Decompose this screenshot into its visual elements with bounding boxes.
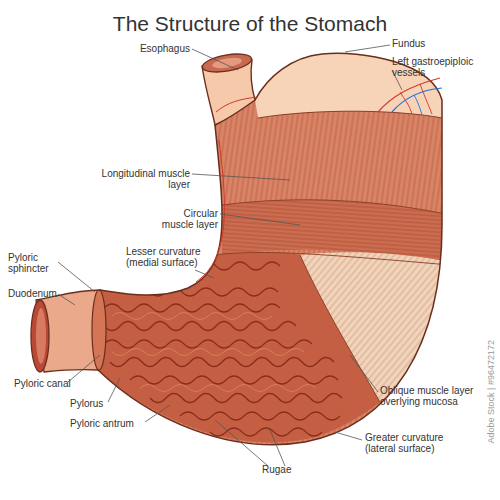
leader-line — [192, 174, 290, 180]
ruga-highlight — [112, 349, 304, 356]
ruga — [130, 376, 338, 384]
duodenum-lumen — [36, 308, 46, 364]
blood-vessel — [420, 84, 432, 114]
leader-line — [58, 294, 75, 305]
part-label: Fundus — [392, 38, 452, 49]
part-label: Greater curvature (lateral surface) — [365, 432, 465, 454]
part-label: Pylorus — [70, 398, 130, 409]
part-label: Lesser curvature (medial surface) — [126, 246, 221, 268]
rugae-highlights — [112, 313, 316, 392]
ruga — [150, 394, 342, 403]
leader-line — [108, 378, 120, 402]
leader-line — [58, 262, 95, 292]
cut-edge — [258, 111, 442, 118]
esophagus-opening — [201, 51, 253, 75]
ruga-highlight — [140, 385, 316, 392]
ruga — [104, 304, 280, 312]
leader-line — [68, 355, 100, 382]
layer-edge — [300, 255, 380, 402]
part-label: Pyloric sphincter — [8, 252, 63, 274]
leader-line — [195, 270, 214, 278]
leader-line — [345, 45, 390, 52]
part-label: Longitudinal muscle layer — [100, 168, 190, 190]
diagram-title: The Structure of the Stomach — [0, 12, 500, 36]
leader-line — [220, 214, 300, 225]
mucosa — [98, 252, 380, 442]
layer-edge — [222, 200, 450, 215]
ruga — [210, 428, 322, 436]
blood-vessel — [216, 97, 258, 112]
ruga-highlight — [112, 313, 272, 320]
ruga — [104, 322, 296, 331]
blood-vessel — [414, 95, 422, 115]
duodenum-opening — [31, 300, 49, 372]
leader-line — [192, 49, 238, 70]
part-label: Duodenum — [8, 288, 68, 299]
part-label: Rugae — [262, 464, 312, 475]
pyloric-sphincter — [92, 290, 106, 370]
part-label: Circular muscle layer — [150, 208, 218, 230]
layer-edge — [215, 252, 450, 265]
ruga — [180, 412, 340, 420]
part-label: Esophagus — [120, 43, 190, 54]
leader-line — [270, 430, 285, 466]
part-label: Oblique muscle layer overlying mucosa — [380, 385, 488, 407]
leader-line — [215, 420, 268, 466]
part-label: Pyloric antrum — [70, 418, 150, 429]
rugae-folds — [104, 262, 342, 436]
watermark: Adobe Stock | #96472172 — [486, 340, 496, 443]
esophagus-lumen — [211, 56, 242, 70]
part-label: Left gastroepiploic vessels — [392, 56, 492, 78]
ruga — [104, 340, 312, 348]
ruga — [110, 358, 334, 367]
leader-line — [350, 355, 378, 392]
leader-line — [145, 405, 170, 422]
part-label: Pyloric canal — [14, 378, 94, 389]
leader-lines — [58, 45, 402, 466]
ruga — [150, 288, 278, 296]
leader-line — [335, 432, 362, 440]
